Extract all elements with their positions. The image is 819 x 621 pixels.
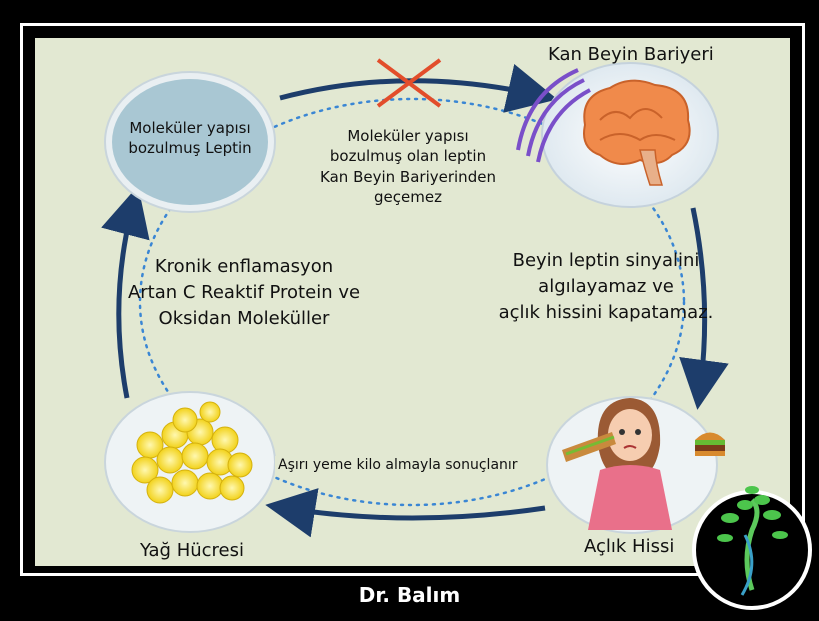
barrier-step-line: Kan Beyin Bariyerinden — [320, 167, 496, 186]
inflammation-step-line: Kronik enflamasyon — [154, 256, 334, 277]
barrier-step-line: geçemez — [374, 187, 442, 206]
brain-node-label: Kan Beyin Bariyeri — [548, 44, 714, 65]
leptin-node — [104, 71, 276, 213]
inflammation-step-text: Kronik enflamasyon Artan C Reaktif Prote… — [112, 254, 376, 332]
leptin-node-label: Moleküler yapısı bozulmuş Leptin — [112, 118, 268, 159]
overeating-step-text: Aşırı yeme kilo almayla sonuçlanır — [275, 456, 521, 475]
arrow-hunger-to-fat — [265, 488, 546, 538]
hunger-node — [546, 396, 725, 534]
leptin-label-line2: bozulmuş Leptin — [128, 139, 252, 158]
outer-frame — [20, 23, 805, 576]
inflammation-step-line: Oksidan Moleküller — [158, 308, 330, 330]
burger-icon — [695, 432, 725, 456]
barrier-step-text: Moleküler yapısı bozulmuş olan leptin Ka… — [300, 126, 516, 207]
brain-node — [541, 62, 719, 208]
signal-step-text: Beyin leptin sinyalini algılayamaz ve aç… — [478, 248, 734, 326]
fat-cell-node-label: Yağ Hücresi — [140, 540, 244, 561]
dr-balim-logo — [692, 486, 812, 610]
inflammation-step-line: Artan C Reaktif Protein ve — [127, 282, 361, 304]
sandwich-icon — [562, 432, 616, 462]
leptin-label-line1: Moleküler yapısı — [129, 119, 251, 137]
dotted-cycle-path — [138, 97, 686, 507]
hunger-node-label: Açlık Hissi — [584, 536, 675, 557]
signal-step-line: açlık hissini kapatamaz. — [498, 302, 714, 324]
signal-step-line: algılayamaz ve — [538, 276, 674, 298]
arrow-brain-to-hunger — [679, 207, 729, 410]
fat-cell-node — [104, 391, 276, 533]
barrier-arcs-icon — [516, 68, 591, 163]
arrow-fat-to-leptin — [101, 185, 150, 399]
barrier-step-line: Moleküler yapısı — [347, 127, 469, 145]
fat-cell-cluster-icon — [131, 401, 253, 504]
barrier-step-line: bozulmuş olan leptin — [329, 147, 487, 166]
brain-icon — [583, 79, 691, 186]
blocked-cross-icon — [376, 58, 442, 108]
woman-eating-icon — [588, 398, 672, 530]
signal-step-line: Beyin leptin sinyalini — [512, 250, 700, 271]
footer-author: Dr. Balım — [358, 583, 461, 607]
